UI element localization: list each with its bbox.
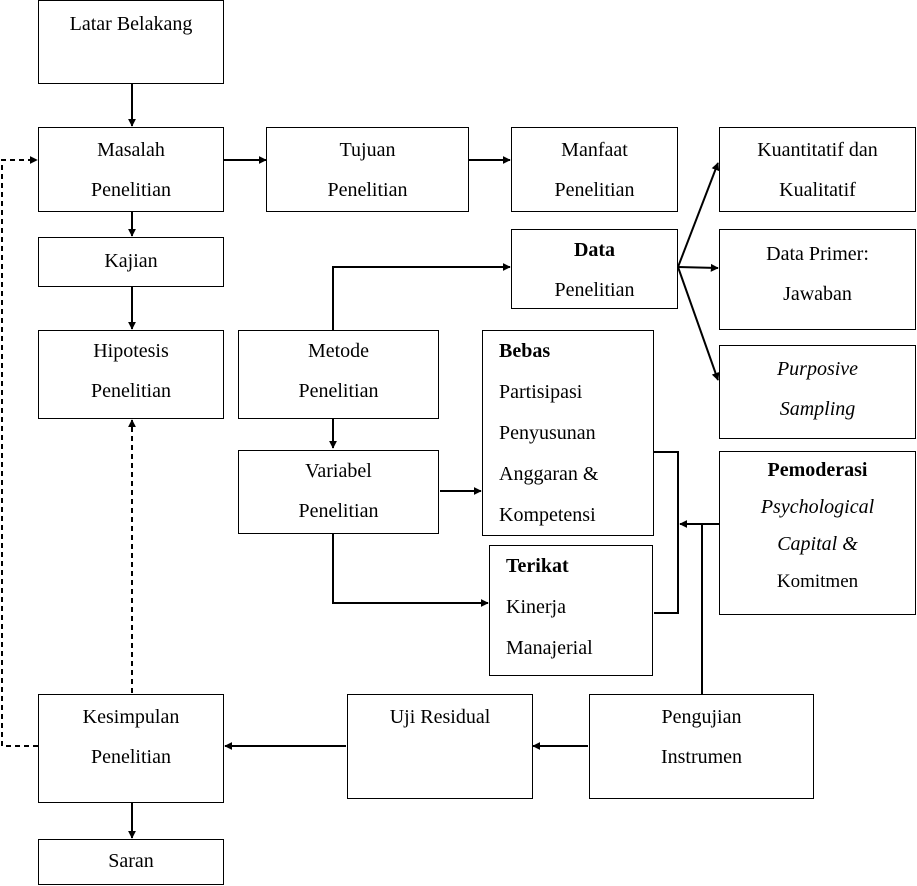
box-pemoderasi: Pemoderasi Psychological Capital & Komit… [719,451,916,615]
bracket-bebas-terikat [654,451,679,614]
box-tujuan-penelitian: Tujuan Penelitian [266,127,469,212]
box-kajian: Kajian [38,237,224,287]
box-kesimpulan-penelitian: Kesimpulan Penelitian [38,694,224,803]
box-purposive-sampling: Purposive Sampling [719,345,916,439]
box-pengujian-instrumen: Pengujian Instrumen [589,694,814,799]
box-kuantitatif-kualitatif: Kuantitatif dan Kualitatif [719,127,916,212]
box-variabel-penelitian: Variabel Penelitian [238,450,439,534]
box-variabel-terikat: Terikat Kinerja Manajerial [489,545,653,676]
box-data-primer: Data Primer: Jawaban [719,229,916,330]
box-masalah-penelitian: Masalah Penelitian [38,127,224,212]
box-variabel-bebas: Bebas Partisipasi Penyusunan Anggaran & … [482,330,654,536]
box-latar-belakang: Latar Belakang [38,0,224,84]
arrow-data-to-purposive [677,266,720,381]
box-saran: Saran [38,839,224,885]
arrow-variabel-to-terikat [332,533,489,607]
box-hipotesis-penelitian: Hipotesis Penelitian [38,330,224,419]
arrow-data-to-dataprimer [677,263,719,272]
box-uji-residual: Uji Residual [347,694,533,799]
arrow-data-to-kuantitatif [677,162,720,268]
box-data-penelitian: Data Penelitian [511,229,678,309]
box-metode-penelitian: Metode Penelitian [238,330,439,419]
box-manfaat-penelitian: Manfaat Penelitian [511,127,678,212]
dashed-feedback-loop [1,156,38,747]
arrow-metode-to-data [332,263,511,331]
